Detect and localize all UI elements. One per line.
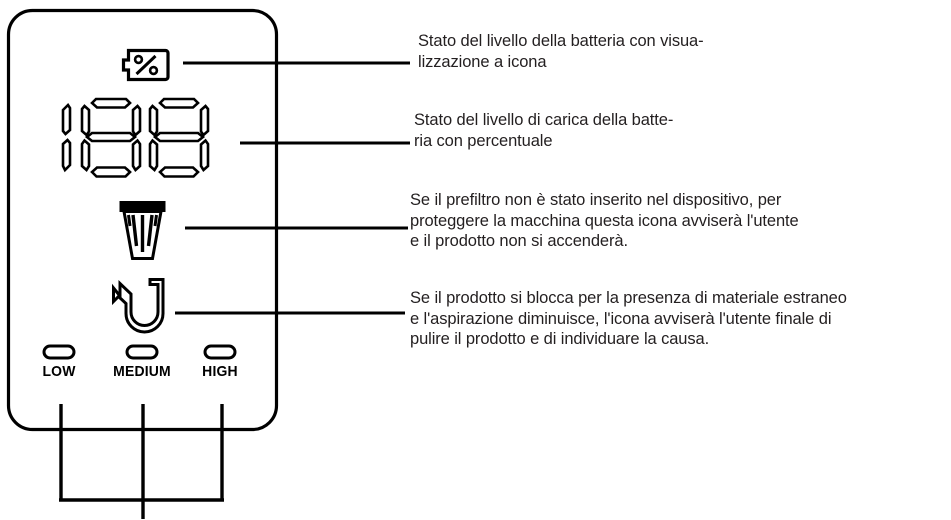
speed-label-high: HIGH: [202, 363, 238, 380]
speed-label-medium: MEDIUM: [113, 363, 171, 380]
callout-text-battery-icon: Stato del livello della batteria con vis…: [418, 32, 704, 71]
battery-percent-icon: [121, 48, 170, 82]
callout-text-battery-percent: Stato del livello di carica della batte-…: [414, 111, 674, 150]
callout-text-blockage: Se il prodotto si blocca per la presenza…: [410, 289, 847, 348]
leader-lines: [175, 61, 410, 315]
seven-segment-digit-1: [61, 102, 72, 173]
callout-text-prefilter: Se il prefiltro non è stato inserito nel…: [410, 191, 799, 250]
speed-pill-high[interactable]: [203, 344, 237, 360]
speed-label-low: LOW: [42, 363, 76, 380]
speed-indicator-pills: [42, 344, 237, 360]
speed-pill-medium[interactable]: [125, 344, 159, 360]
prefilter-basket-icon: [119, 201, 166, 260]
percent-symbol: [133, 54, 159, 76]
bottom-bracket: [59, 404, 224, 519]
speed-pill-low[interactable]: [42, 344, 76, 360]
hose-blockage-icon: [112, 278, 165, 334]
seven-segment-digit-2: [80, 97, 142, 178]
seven-segment-digit-3: [148, 97, 210, 178]
